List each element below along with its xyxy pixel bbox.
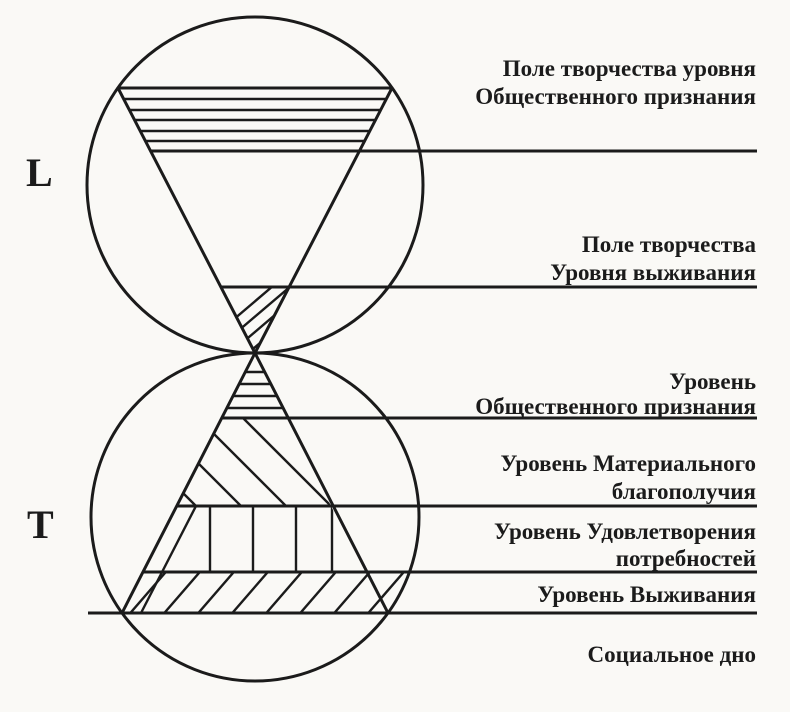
hatch-level-material [177,418,331,506]
label-creativity-survival-2: Уровня выживания [550,260,756,285]
level-lines [88,149,757,615]
lower-upright-triangle [120,351,390,615]
label-level-recognition-2: Общественного признания [475,394,756,419]
hatch-field-recognition [118,97,392,143]
label-level-recognition-1: Уровень [669,369,756,394]
label-creativity-recognition-1: Поле творчества уровня [503,56,756,81]
labels-column: Поле творчества уровня Общественного при… [475,56,756,667]
label-creativity-survival-1: Поле творчества [582,232,757,257]
label-level-needs-2: потребностей [616,546,756,571]
label-level-needs-1: Уровень Удовлетворения [494,519,756,544]
label-creativity-recognition-2: Общественного признания [475,84,756,109]
label-level-survival: Уровень Выживания [537,582,756,607]
label-social-bottom: Социальное дно [588,642,756,667]
hatch-level-needs [208,506,334,572]
hatch-level-recognition [222,370,288,410]
upper-inverted-triangle [116,86,394,355]
left-parallel-divider-line [139,505,198,614]
marker-lower-T: T [27,502,54,547]
label-level-material-2: благополучия [612,479,756,504]
marker-upper-L: L [26,150,53,195]
lower-circle [89,351,421,683]
label-level-material-1: Уровень Материального [500,451,756,476]
